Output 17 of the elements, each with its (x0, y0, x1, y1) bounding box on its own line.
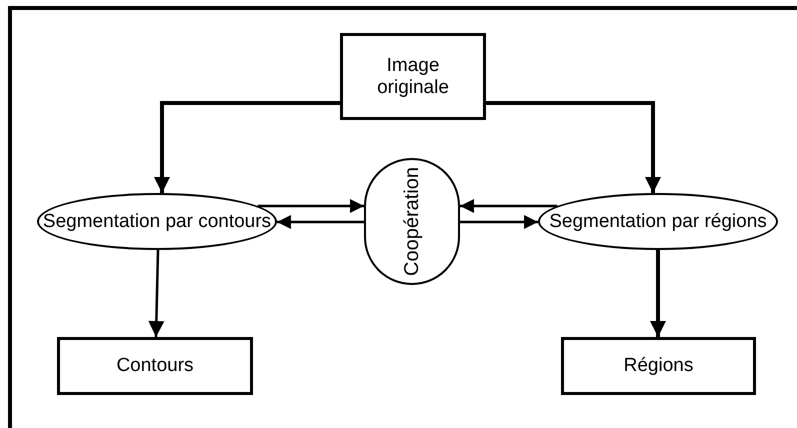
arrow (148, 250, 164, 338)
arrow (486, 101, 661, 193)
arrow (258, 199, 364, 213)
arrow (460, 199, 558, 213)
process-box (57, 337, 253, 395)
arrow (460, 215, 538, 229)
node-label: Segmentation par régions (549, 210, 767, 232)
node-label: Segmentation par contours (42, 210, 272, 232)
process-box (340, 33, 486, 120)
arrow (650, 250, 666, 337)
arrow (276, 215, 364, 229)
node-label: Régions (624, 355, 694, 377)
node-label: Contours (116, 355, 194, 377)
node-label: Image originale (376, 54, 450, 98)
arrow (154, 101, 340, 193)
process-box (561, 337, 756, 395)
node-label: Coopération (400, 167, 424, 276)
